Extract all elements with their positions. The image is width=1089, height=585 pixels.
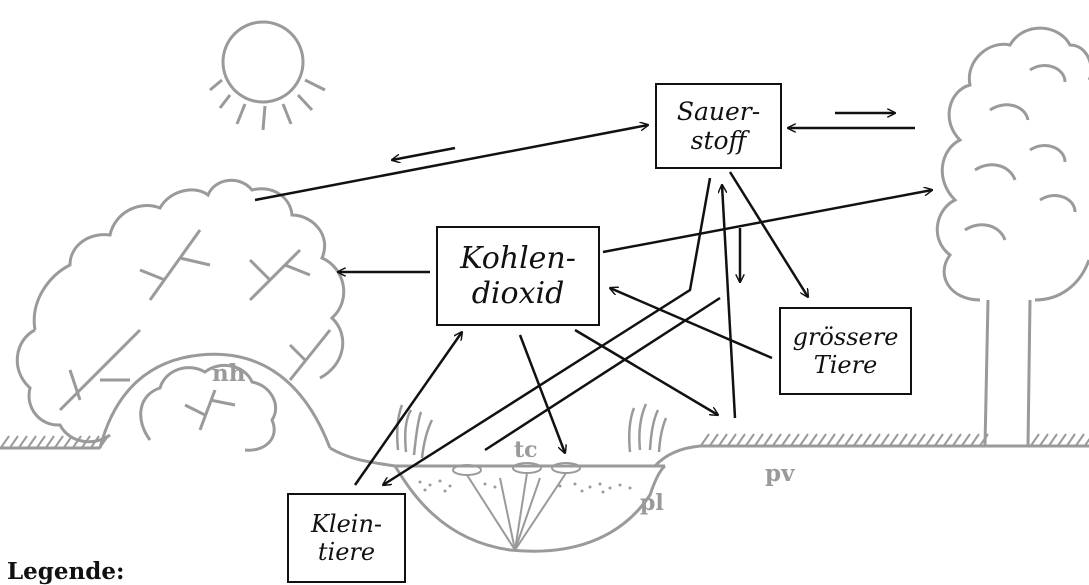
hatch-stroke <box>906 433 917 448</box>
hatch-stroke <box>71 435 82 450</box>
hatch-stroke <box>762 433 773 448</box>
hatch-stroke <box>879 433 890 448</box>
hatch-stroke <box>816 433 827 448</box>
hatch-stroke <box>726 433 737 448</box>
ground-hatching <box>0 433 1089 450</box>
hatch-stroke <box>924 433 935 448</box>
hatch-stroke <box>870 433 881 448</box>
hatch-stroke <box>753 433 764 448</box>
hatch-stroke <box>834 433 845 448</box>
kohlendioxid-box: Kohlen- dioxid <box>436 226 600 326</box>
hatch-stroke <box>1056 433 1067 448</box>
hatch-stroke <box>1029 433 1040 448</box>
bush-icon <box>15 179 346 452</box>
kleintiere-line2: tiere <box>317 538 376 566</box>
hatch-stroke <box>888 433 899 448</box>
sauerstoff-line2: stoff <box>690 126 747 155</box>
label-tc: tc <box>514 437 538 463</box>
hatch-stroke <box>933 433 944 448</box>
hatch-stroke <box>825 433 836 448</box>
hatch-stroke <box>861 433 872 448</box>
hatch-stroke <box>771 433 782 448</box>
label-pl: pl <box>640 490 664 516</box>
kleintiere-line1: Klein- <box>310 509 383 538</box>
label-nh: nh <box>212 360 246 387</box>
arrow-kleintiere-to-kohlendioxid <box>353 332 462 486</box>
arrow-pond-to-sauerstoff <box>722 185 737 419</box>
label-pv: pv <box>765 460 795 487</box>
hatch-stroke <box>1047 433 1058 448</box>
groessere-tiere-box: grössere Tiere <box>779 307 912 395</box>
hatch-stroke <box>969 433 980 448</box>
hatch-stroke <box>735 433 746 448</box>
sauerstoff-line1: Sauer- <box>676 96 761 126</box>
sun-icon <box>209 20 326 131</box>
hatch-stroke <box>0 435 10 450</box>
arrow-pond-to-kleintiere <box>484 296 721 452</box>
hatch-stroke <box>744 433 755 448</box>
hatch-stroke <box>789 433 800 448</box>
hatch-stroke <box>798 433 809 448</box>
ground <box>0 444 1089 553</box>
arrow-kohlendioxid-to-reeds <box>574 328 718 415</box>
hatch-stroke <box>717 433 728 448</box>
hatch-stroke <box>843 433 854 448</box>
hatch-stroke <box>1074 433 1085 448</box>
arrow-groessere-to-kohlendioxid <box>610 288 773 360</box>
pond-dots <box>418 479 632 494</box>
flow-arrows <box>254 113 932 486</box>
hatch-stroke <box>699 433 710 448</box>
pond <box>452 462 581 551</box>
groessere-tiere-line1: grössere <box>792 322 899 351</box>
arrow-kohlendioxid-to-tree <box>602 190 932 254</box>
kleintiere-box: Klein- tiere <box>287 493 406 583</box>
hatch-stroke <box>53 435 64 450</box>
hatch-stroke <box>8 435 19 450</box>
arrow-kohlendioxid-to-pond <box>518 334 565 453</box>
hatch-stroke <box>1038 433 1049 448</box>
hatch-stroke <box>852 433 863 448</box>
sauerstoff-box: Sauer- stoff <box>655 83 782 169</box>
hatch-stroke <box>951 433 962 448</box>
arrow-bush-to-sauerstoff <box>254 125 648 202</box>
tree-icon <box>935 26 1089 447</box>
groessere-tiere-line2: Tiere <box>813 351 878 379</box>
legend-title: Legende: <box>7 558 125 585</box>
hatch-stroke <box>807 433 818 448</box>
arrow-sauerstoff-to-groessere <box>728 171 808 297</box>
hatch-stroke <box>780 433 791 448</box>
kohlendioxid-line2: dioxid <box>471 276 565 311</box>
hatch-stroke <box>942 433 953 448</box>
hatch-stroke <box>1065 433 1076 448</box>
arrow-sauerstoff-to-kleintiere <box>383 177 712 485</box>
hatch-stroke <box>708 433 719 448</box>
hatch-stroke <box>897 433 908 448</box>
hatch-stroke <box>35 435 46 450</box>
kohlendioxid-line1: Kohlen- <box>460 240 576 276</box>
hatch-stroke <box>915 433 926 448</box>
hatch-stroke <box>44 435 55 450</box>
hatch-stroke <box>26 435 37 450</box>
hatch-stroke <box>960 433 971 448</box>
arrow-small-left <box>392 146 456 160</box>
reeds-icon <box>395 403 668 459</box>
hatch-stroke <box>17 435 28 450</box>
